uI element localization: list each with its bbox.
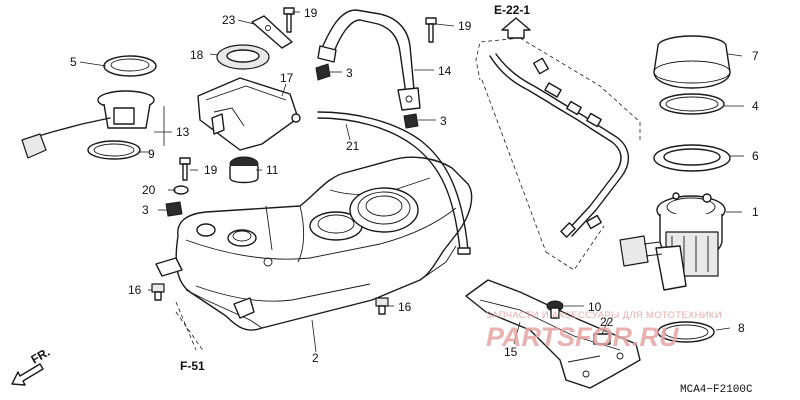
callout-16-left: 16	[128, 283, 142, 297]
bracket-23[interactable]	[251, 15, 293, 49]
callout-15: 15	[504, 345, 518, 359]
reference-f-51[interactable]: F-51	[180, 359, 205, 373]
callout-2: 2	[312, 351, 319, 365]
callout-23: 23	[222, 13, 236, 27]
callout-11: 11	[266, 163, 279, 177]
rubber-mount-3b[interactable]	[403, 113, 419, 129]
callout-5: 5	[70, 55, 77, 69]
grommet-10[interactable]	[546, 300, 564, 319]
callout-20: 20	[142, 183, 156, 197]
breather-tube[interactable]	[317, 111, 471, 255]
callout-4: 4	[752, 99, 759, 113]
sender-gasket[interactable]	[87, 140, 141, 160]
callout-7: 7	[752, 49, 759, 63]
bolt-16-left[interactable]	[151, 283, 165, 301]
callout-1: 1	[752, 205, 759, 219]
pump-seal-ring[interactable]	[659, 93, 725, 115]
callout-10: 10	[588, 300, 602, 314]
pump-lock-ring[interactable]	[653, 144, 731, 172]
fuel-level-sender[interactable]	[21, 90, 155, 159]
oring-8[interactable]	[657, 321, 715, 343]
callout-3-left: 3	[142, 203, 149, 217]
bolt-16-right[interactable]	[375, 297, 389, 315]
callout-3-right: 3	[440, 114, 447, 128]
direction-label: FR.	[29, 345, 53, 367]
watermark-tagline: ЗАПЧАСТИ И АКСЕССУАРЫ ДЛЯ МОТОТЕХНИКИ	[486, 310, 722, 321]
bolt-19-top[interactable]	[283, 7, 295, 33]
callout-18: 18	[190, 48, 204, 62]
washer-20[interactable]	[173, 185, 189, 195]
rubber-mount-3a[interactable]	[315, 63, 331, 81]
fuel-tank[interactable]	[155, 156, 473, 331]
callout-19-left: 19	[204, 163, 218, 177]
bolt-19-left[interactable]	[179, 157, 191, 181]
callout-17: 17	[280, 71, 294, 85]
callout-3-top: 3	[346, 66, 353, 80]
sender-ring-5[interactable]	[103, 55, 157, 77]
fuel-hose-assembly[interactable]	[475, 37, 641, 271]
tank-band[interactable]	[317, 9, 421, 111]
callout-6: 6	[752, 149, 759, 163]
callout-13: 13	[176, 125, 190, 139]
callout-9: 9	[148, 147, 155, 161]
bolt-19-right[interactable]	[425, 17, 437, 43]
callout-8: 8	[738, 321, 745, 335]
watermark-logo: PARTSFOR.RU	[486, 322, 680, 352]
fuel-filler-cap[interactable]	[229, 156, 259, 184]
callout-19-right: 19	[458, 19, 472, 33]
fuel-filter-housing[interactable]	[197, 77, 301, 151]
front-direction-arrow: FR.	[11, 345, 53, 386]
reference-e-22-1[interactable]: E-22-1	[494, 3, 530, 17]
callout-19-top: 19	[304, 6, 318, 20]
callout-16-right: 16	[398, 300, 412, 314]
leader-lines	[79, 11, 744, 353]
arrow-up-icon	[501, 17, 531, 39]
fuel-pump-assembly[interactable]	[619, 192, 726, 291]
callout-14: 14	[438, 64, 452, 78]
callout-21: 21	[346, 139, 360, 153]
watermark: ЗАПЧАСТИ И АКСЕССУАРЫ ДЛЯ МОТОТЕХНИКИ PA…	[486, 310, 722, 352]
pump-cover[interactable]	[653, 35, 731, 89]
callout-labels: 5 13 9 18 23 19 19 3 14 3 17 21 19 11 20…	[70, 6, 759, 365]
callout-22: 22	[600, 315, 614, 329]
rubber-mount-3c[interactable]	[165, 201, 183, 217]
diagram-code: MCA4−F2100C	[680, 384, 753, 396]
lock-ring-18[interactable]	[216, 44, 270, 70]
